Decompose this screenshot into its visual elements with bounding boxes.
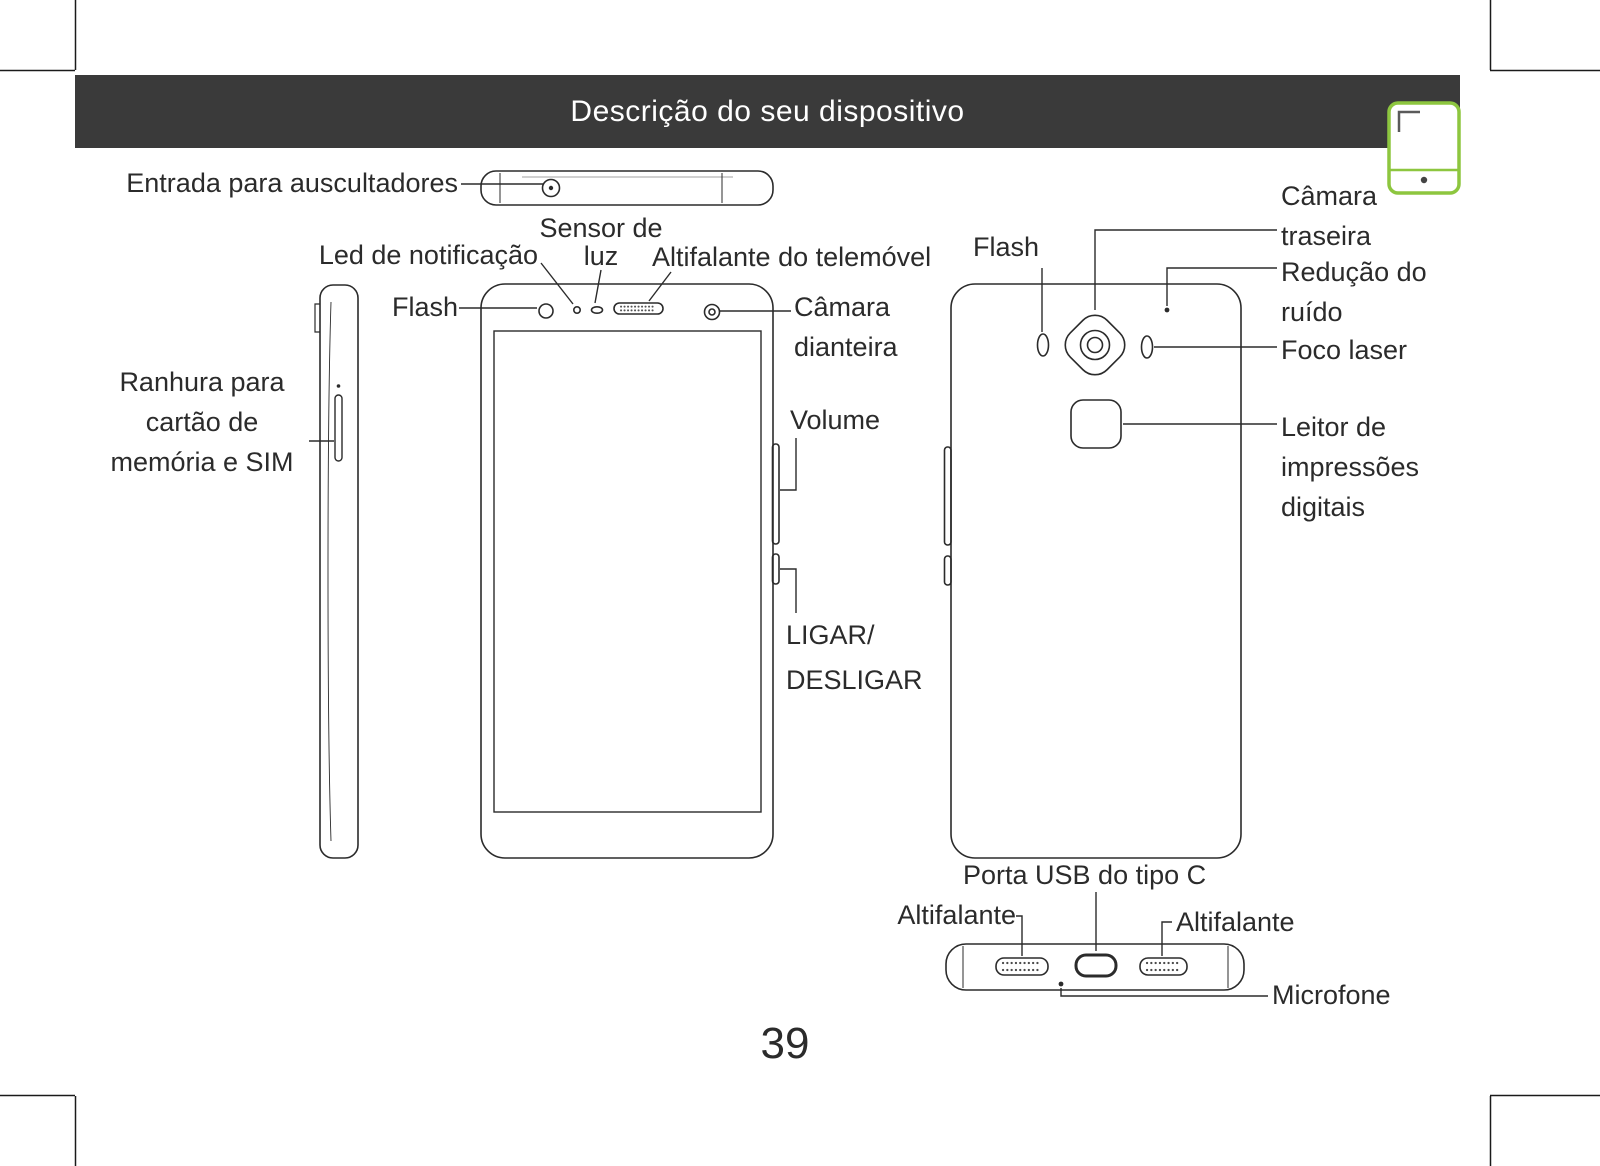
icon-home-dot xyxy=(1420,176,1428,184)
bottom-edge-view-drawing xyxy=(945,943,1245,991)
sim-tray-drawing xyxy=(334,394,343,462)
title-bar: Descrição do seu dispositivo xyxy=(75,75,1460,148)
back-view-drawing xyxy=(943,283,1242,859)
laser-focus-drawing xyxy=(1140,335,1154,359)
label-light-sensor: Sensor de luz xyxy=(539,213,663,271)
front-camera-drawing xyxy=(703,303,721,321)
label-fingerprint: Leitor de impressões digitais xyxy=(1281,412,1420,522)
label-headphone-jack: Entrada para auscultadores xyxy=(126,168,458,198)
leader-speaker-right xyxy=(1161,921,1172,956)
leader-microphone xyxy=(1060,988,1268,997)
leader-power xyxy=(780,568,797,613)
label-front-flash: Flash xyxy=(391,292,458,322)
page-number: 39 xyxy=(760,1019,810,1068)
label-earpiece: Altifalante do telemóvel xyxy=(652,242,932,272)
page-title: Descrição do seu dispositivo xyxy=(570,94,965,128)
screen-drawing xyxy=(493,330,762,813)
label-volume: Volume xyxy=(790,405,881,435)
label-laser-focus: Foco laser xyxy=(1281,335,1408,365)
label-speaker-left: Altifalante xyxy=(897,900,1016,930)
microphone-drawing xyxy=(1058,981,1064,987)
label-notification-led: Led de notificação xyxy=(318,240,538,270)
leader-noise-reduction xyxy=(1166,267,1277,306)
fingerprint-reader-drawing xyxy=(1070,399,1122,449)
leader-speaker-left xyxy=(1016,915,1023,956)
label-noise-reduction: Redução do ruído xyxy=(1281,257,1427,327)
side-view-drawing xyxy=(314,284,359,859)
front-view-drawing xyxy=(480,283,780,859)
label-power: LIGAR/ DESLIGAR xyxy=(786,620,923,695)
leader-light-sensor xyxy=(594,269,602,304)
light-sensor-drawing xyxy=(590,305,604,314)
earpiece-drawing xyxy=(613,302,664,315)
leader-rear-camera xyxy=(1094,229,1277,310)
noise-mic-drawing xyxy=(1164,307,1170,313)
usb-c-port-drawing xyxy=(1074,953,1118,978)
label-sim-slot: Ranhura para cartão de memória e SIM xyxy=(110,367,294,477)
top-edge-view-drawing xyxy=(480,170,774,206)
sim-pinhole-drawing xyxy=(336,384,341,388)
leader-volume xyxy=(780,438,797,491)
rear-camera-drawing xyxy=(1064,314,1126,376)
label-rear-camera: Câmara traseira xyxy=(1281,181,1378,251)
label-rear-flash: Flash xyxy=(973,232,1040,262)
notification-led-drawing xyxy=(572,305,581,314)
front-flash-drawing xyxy=(538,303,554,319)
label-microphone: Microfone xyxy=(1272,980,1391,1010)
volume-rocker-drawing xyxy=(771,443,780,545)
label-speaker-right: Altifalante xyxy=(1176,907,1295,937)
label-usb-port: Porta USB do tipo C xyxy=(963,860,1207,890)
power-button-drawing xyxy=(771,553,780,585)
speaker-left-drawing xyxy=(995,957,1049,976)
speaker-right-drawing xyxy=(1139,957,1188,976)
headphone-jack-drawing xyxy=(541,178,561,198)
rear-flash-drawing xyxy=(1036,333,1050,357)
label-front-camera: Câmara dianteira xyxy=(794,292,898,362)
